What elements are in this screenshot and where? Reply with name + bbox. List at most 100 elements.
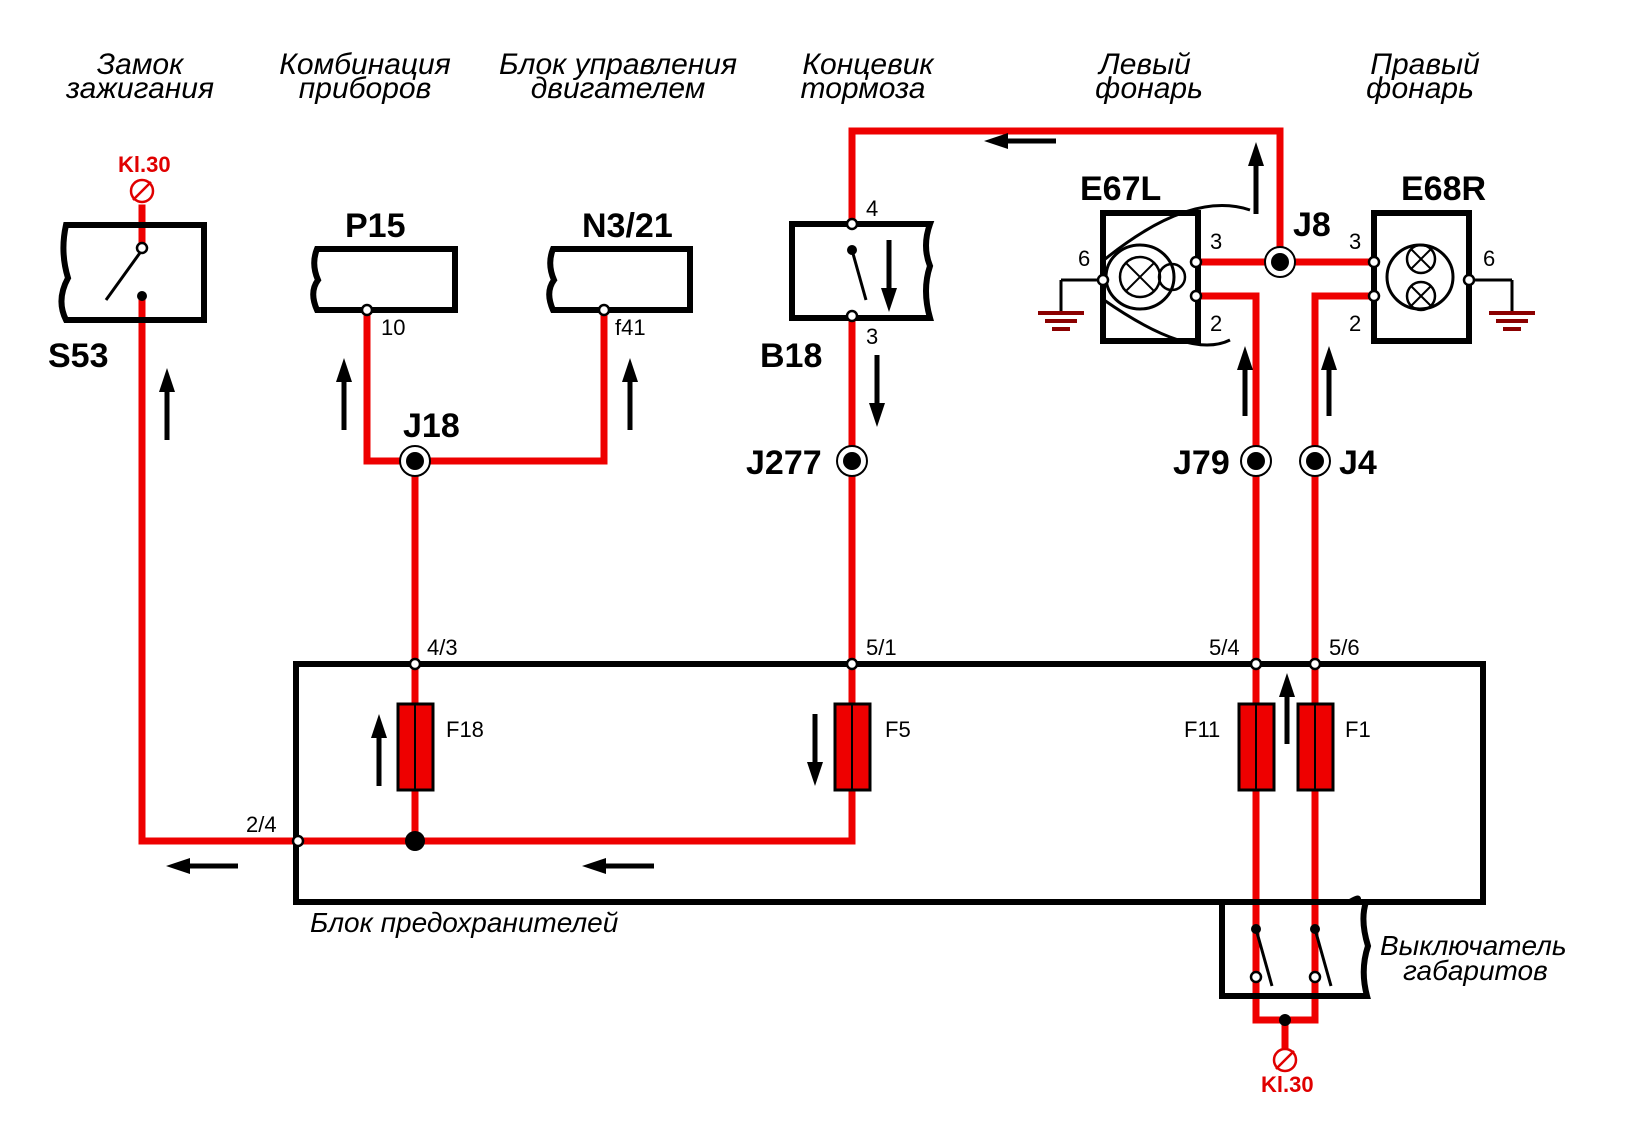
b18-box	[789, 221, 935, 321]
light-switch-label-line1: Выключатель	[1380, 930, 1567, 961]
flow-arrows	[159, 133, 1337, 874]
kl30-bottom-slash	[1275, 1050, 1295, 1070]
fuse-block-pin-5-4	[1249, 657, 1263, 671]
n3-box	[546, 246, 693, 313]
junction-j4-label: J4	[1339, 444, 1377, 482]
n3-pin-f41	[597, 303, 611, 317]
e67l-pin-3	[1189, 255, 1203, 269]
junction-j8-label: J8	[1293, 206, 1331, 244]
header-ecu-line1: Блок управления	[499, 48, 737, 81]
e68r-bulb-upper	[1405, 243, 1437, 275]
light-switch: Выключатель габаритов	[1219, 895, 1567, 1026]
header-brake-line1: Концевик	[802, 48, 935, 81]
fuse-f1: F1	[1296, 702, 1371, 792]
fuse-block-pin-5-1	[845, 657, 859, 671]
header-cluster: Комбинация приборов	[279, 48, 451, 105]
junction-j277-label: J277	[746, 444, 822, 482]
b18-pin-3	[845, 309, 859, 323]
kl30-bottom-terminal: Kl.30	[1261, 1047, 1314, 1097]
header-brake: Концевик тормоза	[801, 48, 936, 105]
fuse-f11-label: F11	[1184, 717, 1220, 742]
header-ecu-line2: двигателем	[531, 72, 706, 105]
fuse-block-pin-4-3-label: 4/3	[427, 635, 458, 660]
light-switch-contact-left	[1254, 928, 1274, 987]
e68r-pin-3-label: 3	[1349, 229, 1361, 254]
kl30-bottom-label: Kl.30	[1261, 1072, 1314, 1097]
e67l-pin-6-label: 6	[1078, 246, 1090, 271]
e67l-pin-2-label: 2	[1210, 311, 1222, 336]
header-ignition-line2: зажигания	[65, 72, 214, 105]
e67l-pin-6	[1096, 273, 1110, 287]
arrow-up-icon	[159, 368, 175, 440]
p15-component: P15 10	[310, 207, 458, 340]
light-switch-box	[1219, 895, 1372, 999]
light-switch-pin-left-bottom	[1249, 970, 1263, 984]
arrow-up-icon	[1279, 673, 1295, 744]
fuse-f18: F18	[396, 702, 484, 792]
fuse-block-pin-2-4-label: 2/4	[246, 812, 277, 837]
wire-s53	[138, 292, 302, 845]
arrow-up-icon	[1248, 142, 1264, 214]
n3-pin-f41-label: f41	[615, 315, 646, 340]
light-switch-splice	[1279, 1014, 1291, 1026]
e68r-pin-2-label: 2	[1349, 311, 1361, 336]
p15-box	[310, 246, 458, 313]
p15-pin-10-label: 10	[381, 315, 405, 340]
light-switch-pin-left-top	[1251, 924, 1261, 934]
e67l-cross-b	[1125, 262, 1155, 292]
s53-contact	[104, 249, 144, 301]
light-switch-contact-right	[1313, 928, 1333, 987]
p15-label: P15	[345, 207, 406, 245]
e68r-bulb-outer	[1385, 243, 1455, 311]
fuse-block: 4/3 5/1 5/4 5/6 2/4 Блок предохранителей	[246, 635, 1486, 938]
e67l-lead-top	[1103, 204, 1251, 262]
kl30-top-terminal: Kl.30	[118, 152, 171, 204]
e67l-pin-3-label: 3	[1210, 229, 1222, 254]
e68r-cross-lower-b	[1410, 285, 1432, 307]
header-left-lamp: Левый фонарь	[1095, 48, 1203, 105]
s53-label: S53	[48, 337, 109, 375]
arrow-up-icon	[336, 358, 352, 430]
e68r-bulb-lower	[1405, 280, 1437, 312]
fuse-block-pin-5-6	[1308, 657, 1322, 671]
b18-inner-top	[847, 245, 857, 255]
e67l-left-lamp: E67L 6 3 2	[1061, 170, 1251, 347]
arrow-up-icon	[371, 714, 387, 786]
b18-label: B18	[760, 337, 822, 375]
arrow-left-icon	[984, 133, 1056, 149]
arrow-up-icon	[622, 358, 638, 430]
header-brake-line2: тормоза	[801, 72, 926, 105]
ground-left-icon	[1038, 280, 1084, 331]
fuse-f1-label: F1	[1345, 717, 1371, 742]
fuse-block-pin-5-6-label: 5/6	[1329, 635, 1360, 660]
header-right-lamp: Правый фонарь	[1366, 48, 1480, 105]
s53-terminal-bottom	[137, 291, 147, 301]
header-left-lamp-line2: фонарь	[1095, 72, 1203, 105]
arrow-down-icon	[881, 240, 897, 312]
arrow-left-icon	[166, 858, 238, 874]
arrow-up-icon	[1237, 346, 1253, 416]
b18-brake-switch: 4 3 B18	[760, 196, 935, 375]
e67l-label: E67L	[1080, 170, 1161, 208]
s53-box	[58, 222, 207, 323]
fuse-f5: F5	[833, 702, 911, 792]
arrow-left-icon	[582, 858, 654, 874]
header-right-lamp-line2: фонарь	[1366, 72, 1474, 105]
fuse-block-pin-4-3	[408, 657, 422, 671]
junction-j18-label: J18	[403, 407, 460, 445]
header-left-lamp-line1: Левый	[1097, 48, 1191, 81]
fuse-f5-label: F5	[885, 717, 911, 742]
s53-terminal-top	[135, 241, 149, 255]
ground-right-icon	[1489, 280, 1535, 331]
junction-j277: J277	[746, 444, 868, 482]
n3-label: N3/21	[582, 207, 673, 245]
e68r-pin-6-label: 6	[1483, 246, 1495, 271]
fuse-block-label: Блок предохранителей	[310, 907, 619, 938]
light-switch-pin-right-bottom	[1308, 970, 1322, 984]
kl30-top-slash	[132, 181, 152, 201]
b18-pin-4	[845, 217, 859, 231]
e67l-bulb-small	[1157, 262, 1187, 292]
fuse-f11: F11	[1184, 702, 1276, 792]
junction-j18: J18	[399, 407, 460, 477]
